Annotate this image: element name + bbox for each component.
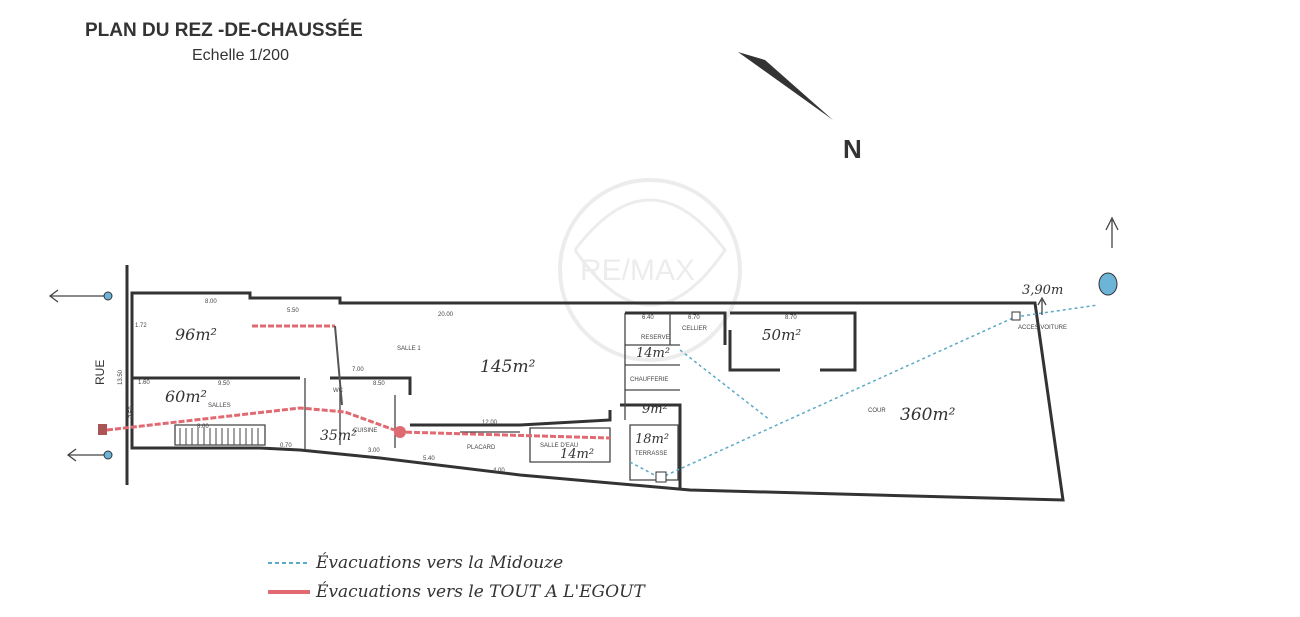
pipe-line — [334, 325, 343, 406]
arrow-left-icon — [66, 448, 104, 462]
legend-label-midouze: Évacuations vers la Midouze — [315, 552, 563, 573]
svg-text:RE/MAX: RE/MAX — [580, 254, 695, 287]
area-label: 35m² — [320, 428, 357, 444]
room-label: CUISINE — [353, 428, 377, 434]
area-label: 360m² — [900, 405, 956, 425]
room-label: TERRASSE — [635, 451, 667, 457]
dimension-label: 1.72 — [135, 323, 147, 329]
area-label: 14m² — [560, 447, 594, 462]
dimension-label: 20.00 — [438, 312, 454, 318]
drain-icon — [1098, 272, 1118, 296]
dimension-label: 0.70 — [280, 443, 292, 449]
legend: Évacuations vers la Midouze Évacuations … — [268, 552, 646, 602]
drain-icon — [103, 450, 113, 460]
room-label: CHAUFFERIE — [630, 377, 668, 383]
watermark-logo: RE/MAX — [558, 178, 742, 362]
area-label: 14m² — [636, 346, 670, 361]
drain-icon — [103, 291, 113, 301]
dimension-label: 1.60 — [138, 380, 150, 386]
evacuation-sewer-lines — [106, 324, 611, 440]
manhole-icon — [1011, 311, 1021, 321]
sewer-junction-icon — [394, 426, 406, 438]
area-label: 9m² — [642, 402, 668, 417]
area-label: 3,90m — [1022, 283, 1063, 298]
street-label: RUE — [93, 360, 107, 385]
building-walls — [130, 291, 1065, 502]
area-label: 96m² — [175, 325, 217, 344]
plan-title: PLAN DU REZ -DE-CHAUSSÉE — [85, 19, 363, 41]
staircase — [179, 428, 259, 445]
evacuation-river-lines — [629, 304, 1099, 479]
room-label: WC — [333, 388, 344, 394]
dimension-label: 8.70 — [785, 315, 797, 321]
dimension-label: 8.60 — [197, 424, 209, 430]
dimension-label: 6.70 — [688, 315, 700, 321]
sewer-connection-icon — [98, 424, 107, 435]
dimension-label: 12.00 — [482, 420, 498, 426]
dimension-label: 7.00 — [352, 367, 364, 373]
arrow-left-icon — [48, 289, 104, 303]
plan-scale: Echelle 1/200 — [192, 47, 289, 64]
area-label: 145m² — [480, 357, 536, 377]
manhole-icon — [655, 471, 667, 483]
room-label: SALLE D'EAU — [540, 443, 578, 449]
room-label: RESERVE — [641, 335, 670, 341]
dimension-label: 13.50 — [118, 369, 124, 385]
dimension-label: 9.50 — [218, 381, 230, 387]
area-label: 50m² — [762, 326, 801, 344]
dimension-label: 5.50 — [287, 308, 299, 314]
dimension-label: 3.00 — [368, 448, 380, 454]
room-label: PLACARD — [467, 445, 496, 451]
arrow-up-icon — [1105, 216, 1119, 248]
room-label: COUR — [868, 408, 886, 414]
dimension-labels: 8.00 5.50 20.00 7.00 9.50 8.50 12.00 3.0… — [118, 299, 797, 474]
room-label: SALLES — [208, 403, 231, 409]
north-label: N — [843, 134, 862, 164]
dimension-label: 8.50 — [373, 381, 385, 387]
dimension-label: 5.40 — [423, 456, 435, 462]
north-arrow-icon — [738, 52, 833, 120]
dimension-label: 2.50 — [129, 406, 135, 418]
arrow-up-icon — [1037, 296, 1047, 315]
room-label: SALLE 1 — [397, 346, 421, 352]
area-label: 60m² — [165, 387, 207, 406]
room-label: CELLIER — [682, 326, 708, 332]
dimension-label: 6.40 — [642, 315, 654, 321]
legend-label-egout: Évacuations vers le TOUT A L'EGOUT — [315, 581, 646, 602]
dimension-label: 4.00 — [493, 468, 505, 474]
room-label: ACCES VOITURE — [1018, 325, 1067, 331]
dimension-label: 8.00 — [205, 299, 217, 305]
area-label: 18m² — [635, 432, 669, 447]
